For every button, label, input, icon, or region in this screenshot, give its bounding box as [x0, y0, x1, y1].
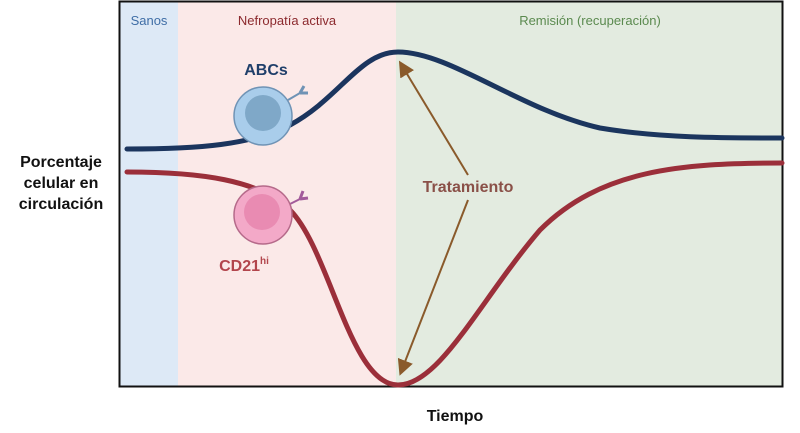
treatment-arrow-up — [398, 60, 469, 176]
phase-label-remision: Remisión (recuperación) — [519, 13, 661, 28]
phase-label-nefropatia: Nefropatía activa — [238, 13, 337, 28]
y-axis-label-line: Porcentaje — [20, 154, 102, 171]
treatment-label: Tratamiento — [423, 179, 514, 196]
y-axis-label-line: celular en — [23, 175, 99, 192]
y-axis-label: Porcentaje celular en circulación — [0, 152, 122, 215]
cd21-cell-icon — [233, 185, 309, 245]
abc-label: ABCs — [244, 62, 288, 79]
cd21-label: CD21hi — [219, 256, 269, 275]
y-axis-label-line: circulación — [18, 196, 104, 213]
treatment-arrow-down — [397, 199, 469, 376]
plot-frame — [118, 0, 784, 388]
phase-band-sanos — [120, 2, 178, 387]
abc-cell-icon — [233, 85, 308, 146]
phase-band-nefropatia — [178, 2, 396, 387]
phase-label-sanos: Sanos — [131, 13, 168, 28]
x-axis-label: Tiempo — [426, 408, 484, 425]
